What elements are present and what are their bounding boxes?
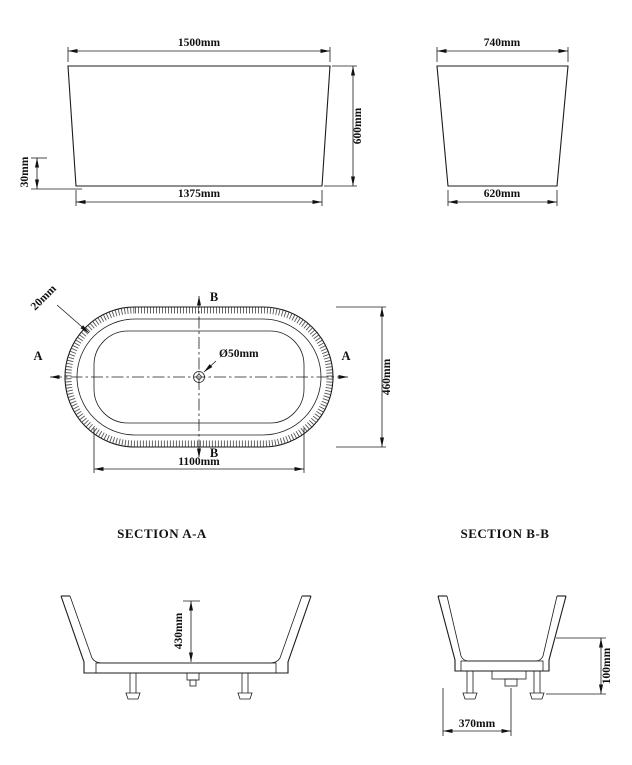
wall-thickness-dimension: 20mm: [29, 283, 59, 313]
plan-length-dimension: 1100mm: [178, 456, 220, 468]
section-b-view: 100mm 370mm: [437, 595, 613, 736]
foot-pad: [529, 692, 545, 700]
wall-thickness-callout: 20mm: [29, 283, 90, 334]
section-b-inner-profile: [446, 595, 558, 662]
section-b-sump: [491, 670, 527, 680]
section-a-title: SECTION A-A: [117, 526, 207, 541]
front-base-dimension: 30mm: [19, 156, 31, 187]
section-b-dim-height: 100mm: [546, 637, 613, 695]
front-dim-bottom: 1375mm: [75, 188, 323, 206]
drain-diameter-dimension: Ø50mm: [219, 348, 259, 360]
side-width-dimension: 740mm: [484, 37, 521, 49]
front-tub-body: [67, 65, 331, 187]
section-b-label-bottom: B: [210, 446, 218, 460]
drain-body: [504, 678, 518, 687]
front-dim-left: 30mm: [19, 156, 47, 189]
drain-circle: [193, 371, 205, 383]
depth-dimension: 430mm: [173, 612, 185, 649]
front-height-dimension: 600mm: [352, 107, 364, 144]
drain-body: [186, 672, 200, 681]
drain-callout: Ø50mm: [203, 348, 259, 373]
foot-left: [462, 671, 478, 700]
plan-view: A A B B 20mm Ø50mm 460mm 1100mm: [29, 283, 393, 473]
section-b-outer-profile: [437, 595, 567, 672]
side-dim-top: 740mm: [436, 37, 569, 62]
foot-pad: [462, 692, 478, 700]
side-bottom-width-dimension: 620mm: [484, 188, 521, 200]
foot-right: [237, 673, 253, 700]
offset-dimension: 370mm: [459, 718, 496, 730]
front-dim-top: 1500mm: [67, 37, 331, 62]
section-b-dim-offset: 370mm: [442, 688, 512, 736]
foot-pad: [237, 692, 253, 700]
drain-nut: [189, 679, 197, 687]
section-a-inner-profile: [69, 595, 303, 664]
section-b-title: SECTION B-B: [461, 526, 550, 541]
section-a-label-right: A: [341, 349, 350, 363]
leader-line: [203, 360, 217, 373]
front-dim-right: 600mm: [324, 65, 364, 187]
section-a-outer-profile: [60, 595, 312, 674]
section-b-label-top: B: [210, 290, 218, 304]
section-b-base-slab: [460, 660, 544, 672]
side-dim-bottom: 620mm: [447, 188, 558, 206]
drain-fitting: [186, 672, 200, 687]
section-a-dim-depth: 430mm: [173, 600, 200, 662]
leader-line: [56, 304, 90, 334]
section-a-view: 430mm: [60, 595, 312, 700]
plan-dim-right: 460mm: [336, 306, 393, 448]
drain-inner-circle: [196, 374, 202, 380]
plan-width-dimension: 460mm: [381, 358, 393, 395]
plan-dim-bottom: 1100mm: [93, 428, 305, 473]
front-bottom-width-dimension: 1375mm: [178, 188, 221, 200]
foot-left: [125, 673, 141, 700]
side-tub-body: [436, 65, 569, 187]
section-a-label-left: A: [33, 349, 42, 363]
foot-right: [529, 671, 545, 700]
height-dimension: 100mm: [601, 647, 613, 684]
side-view: 740mm 620mm: [436, 37, 569, 206]
section-a-base-slab: [95, 662, 277, 674]
foot-pad: [125, 692, 141, 700]
front-width-dimension: 1500mm: [178, 37, 221, 49]
front-view: 1500mm 600mm 30mm 1375mm: [19, 37, 364, 206]
